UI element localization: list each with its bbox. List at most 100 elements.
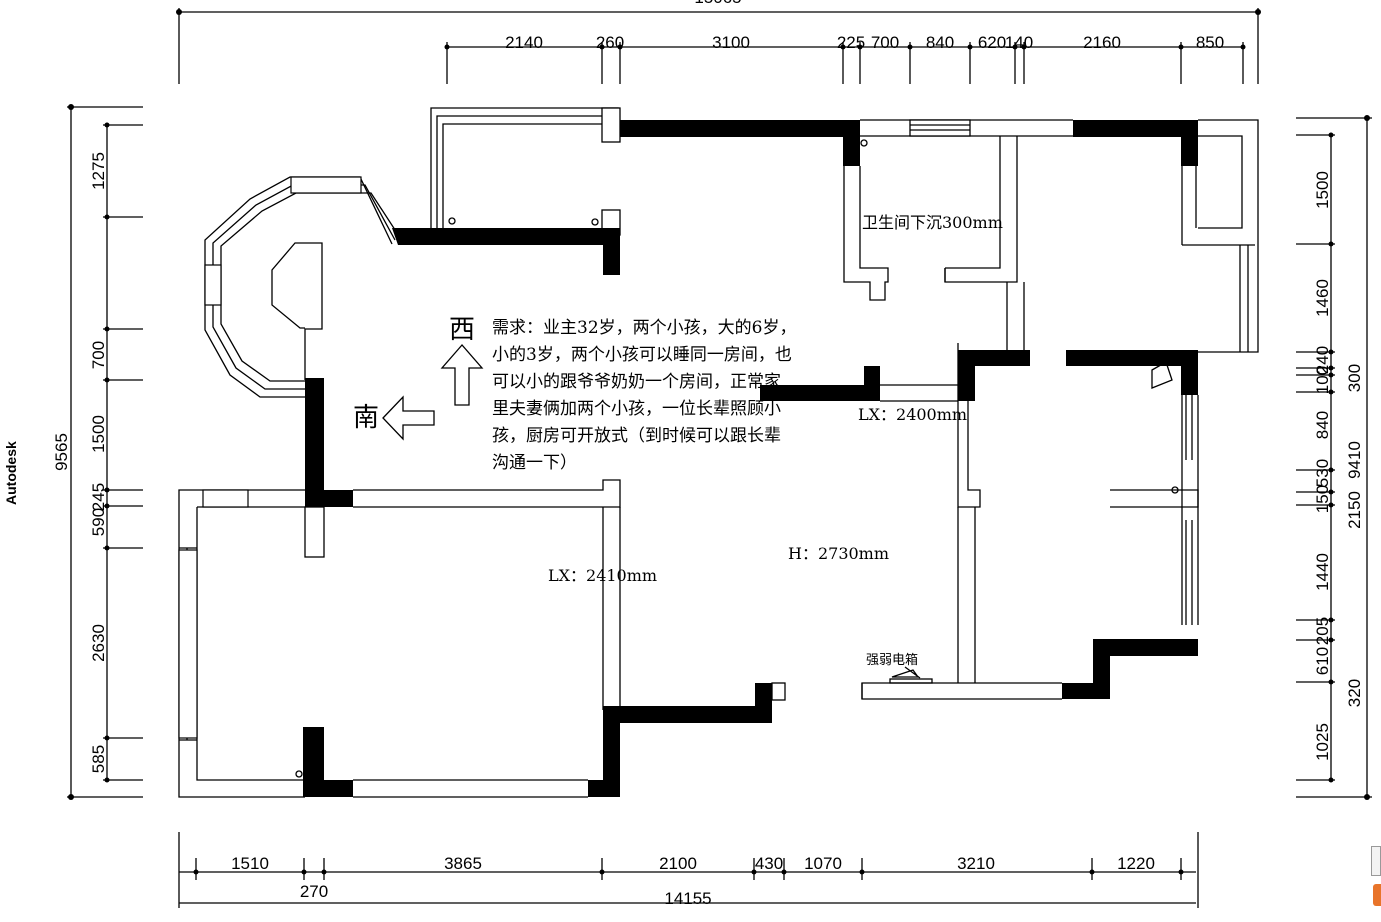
tick-dot (104, 777, 110, 783)
bottom-dim-label: 430 (755, 854, 783, 873)
right-dimension-lines (1296, 115, 1372, 800)
right-dim-label: 150 (1313, 485, 1332, 513)
tick-dot (1328, 489, 1334, 495)
right-dim-label: 530 (1313, 459, 1332, 487)
top-dim-label: 260 (596, 33, 624, 52)
requirement-line-3: 可以小的跟爷爷奶奶一个房间，正常家 (492, 372, 781, 392)
bottom-dim-label: 1070 (804, 854, 842, 873)
tick-dot (1328, 132, 1334, 138)
tick-dot (1328, 502, 1334, 508)
right-dim-label: 610 (1313, 647, 1332, 675)
tick-dot (1328, 637, 1334, 643)
tick-dot (1021, 44, 1027, 50)
bottom-dim-label: 1220 (1117, 854, 1155, 873)
tick-dot (104, 377, 110, 383)
right-dim-label: 1025 (1313, 723, 1332, 761)
tick-dot (1178, 44, 1184, 50)
right-dim-label: 100 (1313, 366, 1332, 394)
tick-dot (1328, 617, 1334, 623)
compass: 西 南 (353, 315, 484, 441)
top-dim-label: 3100 (712, 33, 750, 52)
tick-dot (1012, 44, 1018, 50)
tick-dot (967, 44, 973, 50)
top-dim-label: 850 (1196, 33, 1224, 52)
tick-dot (1328, 679, 1334, 685)
tick-dot (751, 869, 757, 875)
left-dim-label: 700 (89, 341, 108, 369)
ceiling-height-label: H：2730mm (788, 544, 889, 563)
opening-width-lx-2400: LX：2400mm (858, 405, 967, 424)
tick-dot (599, 869, 605, 875)
left-dim-label: 2630 (89, 624, 108, 662)
tick-dot (617, 44, 623, 50)
tick-dot (599, 44, 605, 50)
top-dim-label: 2160 (1083, 33, 1121, 52)
opening-width-lx-2410: LX：2410mm (548, 566, 657, 585)
tick-dot (1089, 869, 1095, 875)
tick-dot (1328, 349, 1334, 355)
right-overall-dimension: 9410 (1345, 441, 1364, 479)
bottom-dim-label: 3865 (444, 854, 482, 873)
bottom-dim-label: 1510 (231, 854, 269, 873)
tick-dot (1328, 389, 1334, 395)
tick-dot (907, 44, 913, 50)
right-dim-label: 1460 (1313, 279, 1332, 317)
structural-walls (303, 120, 1198, 797)
tick-dot (321, 869, 327, 875)
tick-dot (104, 214, 110, 220)
compass-south-label: 南 (353, 403, 379, 433)
tick-dot (104, 487, 110, 493)
tick-dot (1328, 241, 1334, 247)
tick-dot (1240, 44, 1246, 50)
bottom-dim-label: 3210 (957, 854, 995, 873)
left-dim-label: 245 (89, 483, 108, 511)
tick-dot (1328, 467, 1334, 473)
tick-dot (781, 869, 787, 875)
left-dim-label: 1500 (89, 415, 108, 453)
edge-panel-button[interactable] (1371, 846, 1381, 876)
right-dim-2150: 2150 (1345, 491, 1364, 529)
door-markers (295, 139, 1179, 778)
top-dim-label: 840 (926, 33, 954, 52)
edge-orange-icon[interactable] (1373, 884, 1381, 906)
left-dim-label: 1275 (89, 152, 108, 190)
bottom-dimension-lines (178, 832, 1199, 908)
arrow-up-icon (440, 344, 484, 406)
right-dim-300: 300 (1345, 364, 1364, 392)
right-dim-label: 205 (1313, 617, 1332, 645)
requirement-line-4: 里夫妻俩加两个小孩，一位长辈照顾小 (492, 399, 781, 419)
right-dim-label: 240 (1313, 346, 1332, 374)
top-dimension-lines (176, 8, 1261, 84)
tick-dot (857, 44, 863, 50)
requirement-line-1: 需求：业主32岁，两个小孩，大的6岁， (492, 318, 796, 338)
left-dim-label: 590 (89, 508, 108, 536)
electric-box-icon (889, 678, 933, 684)
top-dim-label: 2140 (505, 33, 543, 52)
tick-dot (104, 326, 110, 332)
tick-dot (859, 869, 865, 875)
requirement-line-2: 小的3岁，两个小孩可以睡同一房间，也 (492, 345, 792, 365)
tick-dot (444, 44, 450, 50)
top-dim-label: 225 (837, 33, 865, 52)
electric-box-leader (891, 666, 921, 679)
brand-watermark: Autodesk (3, 441, 19, 505)
left-overall-dimension: 9565 (52, 433, 71, 471)
tick-dot (104, 503, 110, 509)
tick-dot (104, 545, 110, 551)
compass-west-label: 西 (449, 315, 475, 345)
top-overall-dimension: 15065 (694, 0, 741, 7)
tick-dot (193, 869, 199, 875)
tick-dot (301, 869, 307, 875)
bottom-dim-label: 2100 (659, 854, 697, 873)
tick-dot (1328, 365, 1334, 371)
bottom-dim-270: 270 (300, 882, 328, 901)
window-panes (178, 176, 362, 739)
left-dimension-lines (67, 104, 143, 800)
tick-dot (1328, 372, 1334, 378)
top-dim-label: 620 (978, 33, 1006, 52)
requirement-line-6: 沟通一下） (492, 453, 577, 473)
left-dim-label: 585 (89, 745, 108, 773)
electric-box-label: 强弱电箱 (866, 652, 918, 668)
